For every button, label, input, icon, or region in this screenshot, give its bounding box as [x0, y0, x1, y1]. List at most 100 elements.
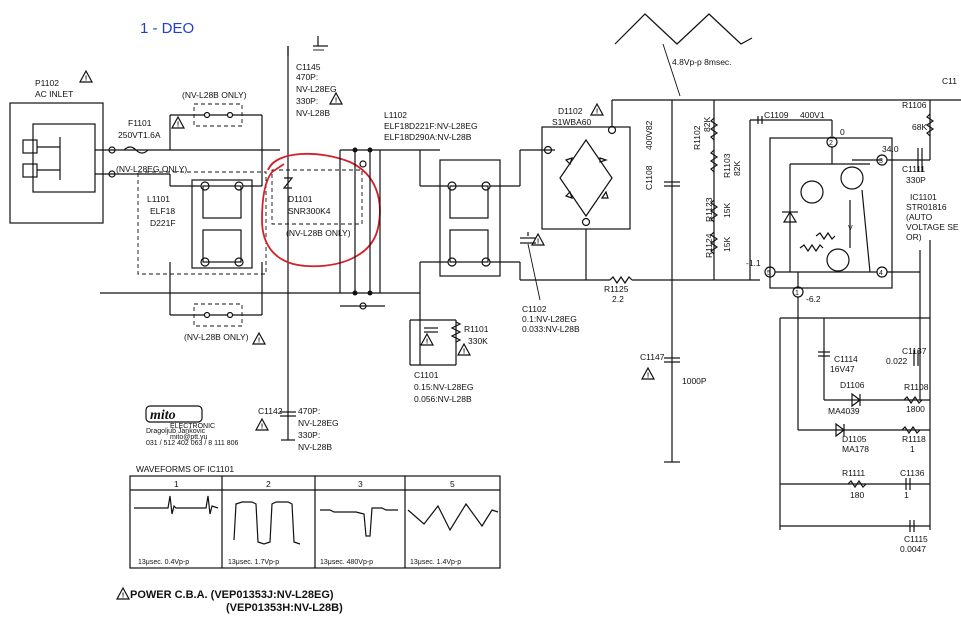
warning-icon [255, 418, 269, 432]
waveform-3-caption: 13μsec. 480Vp-p [320, 559, 373, 566]
l1101-ref: L1101 [147, 194, 170, 204]
top-waveform-label: 4.8Vp-p 8msec. [672, 57, 732, 67]
waveform-1-num: 1 [174, 479, 179, 489]
d1102-value: S1WBA60 [552, 117, 591, 127]
pin-1: 1 [795, 290, 799, 297]
warning-icon [641, 367, 655, 381]
c1145-line1: 470P: [296, 72, 318, 82]
c1102-ref: C1102 [522, 304, 547, 314]
stamp-line3: 031 / 512 402 063 / 8 111 806 [146, 440, 238, 447]
r1106-ref: R1106 [902, 100, 927, 110]
waveform-1-caption: 13μsec. 0.4Vp-p [138, 559, 189, 566]
c1109-ref: C1109 [764, 110, 789, 120]
d1106-ref: D1106 [840, 380, 865, 390]
waveform-2-num: 2 [266, 479, 271, 489]
waveforms-title: WAVEFORMS OF IC1101 [136, 464, 234, 474]
c1102-line1: 0.1:NV-L28EG [522, 314, 577, 324]
l1101-line1: ELF18 [150, 206, 175, 216]
footer-line1: POWER C.B.A. (VEP01353J:NV-L28EG) [130, 589, 334, 601]
d1106-value: MA4039 [828, 406, 860, 416]
r1125-ref: R1125 [604, 284, 629, 294]
c1108-value: 400V82 [644, 120, 654, 150]
page-title: 1 - DEO [140, 20, 194, 37]
p1102-name: AC INLET [35, 89, 73, 99]
r1111-ref: R1111 [842, 468, 865, 478]
nv-l28b-only-bottom: (NV-L28B ONLY) [184, 332, 249, 342]
pin-2: 2 [829, 140, 833, 147]
ic1101-line3: VOLTAGE SE [906, 222, 959, 232]
c1142-ref: C1142 [258, 406, 283, 416]
c1111-value: 330P [906, 175, 926, 185]
voltage-0: 0 [840, 127, 845, 137]
stamp-logo [145, 405, 203, 423]
c1145-line4: NV-L28B [296, 108, 330, 118]
f1101-value: 250VT1.6A [118, 130, 161, 140]
l1102-line2: ELF18D290A:NV-L28B [384, 132, 472, 142]
waveform-2-caption: 13μsec. 1.7Vp-p [228, 559, 279, 566]
c1142-line4: NV-L28B [298, 442, 332, 452]
waveform-5-caption: 13μsec. 1.4Vp-p [410, 559, 461, 566]
r1108-ref: R1108 [904, 382, 929, 392]
c1142-line1: 470P: [298, 406, 320, 416]
top-waveform [614, 13, 753, 45]
ic1101-line2: (AUTO [906, 212, 933, 222]
c1115-ref: C1115 [904, 534, 928, 544]
c1136-ref: C1136 [900, 468, 925, 478]
l1101-choke [191, 179, 253, 269]
warning-icon [590, 103, 604, 117]
r1123-value: 15K [722, 203, 732, 218]
ic1101-line4: OR) [906, 232, 922, 242]
r1101-ref: R1101 [464, 324, 489, 334]
c1114-ref: C1114 [834, 354, 858, 364]
f1101-ref: F1101 [128, 118, 152, 128]
d1105-ref: D1105 [842, 434, 867, 444]
r1118-value: 1 [910, 444, 915, 454]
c1137-ref: C1137 [902, 346, 927, 356]
r1106-value: 68K [912, 122, 927, 132]
warning-icon [79, 70, 93, 84]
waveform-3-trace [320, 507, 398, 537]
nv-l28b-only-top: (NV-L28B ONLY) [182, 90, 247, 100]
waveform-2-trace [233, 501, 301, 545]
d1101-value: SNR300K4 [288, 206, 331, 216]
c1147-ref: C1147 [640, 352, 665, 362]
waveform-1-trace [134, 495, 219, 515]
c1142-line2: NV-L28EG [298, 418, 339, 428]
r1123-ref: R1123 [704, 197, 714, 222]
pin-4: 4 [879, 270, 883, 277]
l1102-ref: L1102 [384, 110, 407, 120]
ic1101-ref: IC1101 [910, 192, 937, 202]
c1108-ref: C1108 [644, 165, 654, 190]
warning-icon [329, 92, 343, 106]
warning-icon [420, 333, 434, 347]
stamp-sub: ELECTRONIC [170, 423, 215, 430]
c1101-line1: 0.15:NV-L28EG [414, 382, 474, 392]
stamp-line2: mito@ptt.yu [170, 434, 208, 441]
c1145-ref: C1145 [296, 62, 321, 72]
r1124-ref: R1124 [704, 233, 714, 258]
voltage-m62: -6.2 [806, 294, 821, 304]
pin-5: 5 [767, 270, 771, 277]
p1102-ref: P1102 [35, 78, 59, 88]
waveform-5-trace [407, 502, 499, 532]
r1118-ref: R1118 [902, 434, 926, 444]
r1111-value: 180 [850, 490, 864, 500]
voltage-34: 34.0 [882, 144, 899, 154]
r1102-value: 82K [702, 117, 712, 132]
svg-text:V: V [848, 225, 853, 232]
d1101-note: (NV-L28B ONLY) [286, 228, 351, 238]
d1102-ref: D1102 [558, 106, 583, 116]
c1145-line2: NV-L28EG [296, 84, 337, 94]
stamp-line1: Dragoljub Jankovic [146, 428, 206, 435]
r1101-value: 330K [468, 336, 488, 346]
voltage-m11: -1.1 [746, 258, 761, 268]
warning-icon [171, 116, 185, 130]
red-annotation-circle [261, 152, 381, 268]
pin-3: 3 [879, 158, 883, 165]
ac-inlet-box [9, 102, 104, 224]
c1115-value: 0.0047 [900, 544, 926, 554]
c1101-line2: 0.056:NV-L28B [414, 394, 472, 404]
c1114-value: 16V47 [830, 364, 855, 374]
c1145-line3: 330P: [296, 96, 318, 106]
fuse-f1101 [123, 146, 149, 154]
